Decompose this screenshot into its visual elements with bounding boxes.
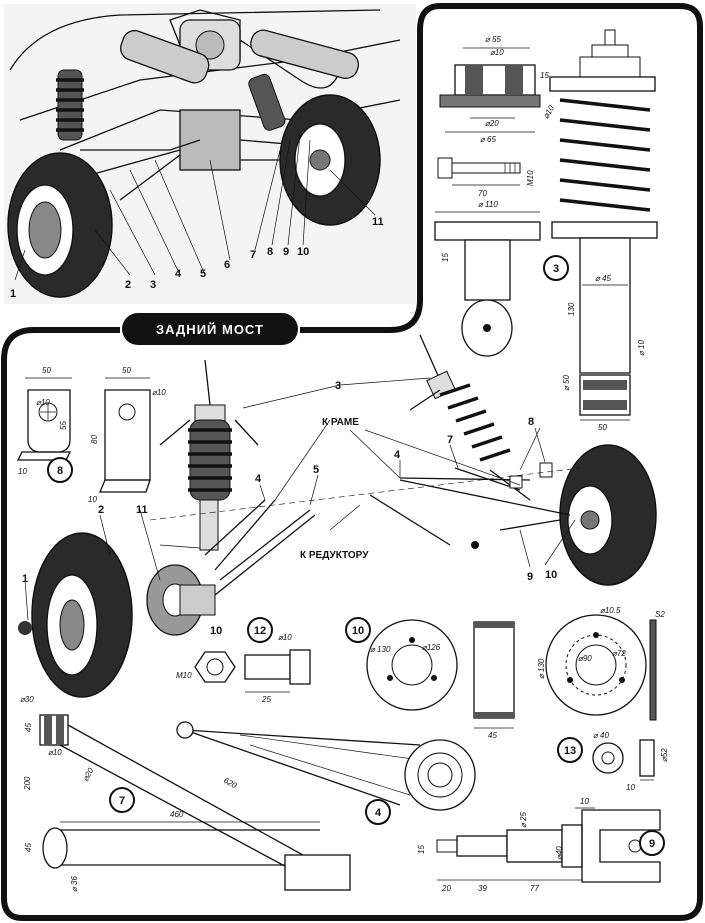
svg-text:S2: S2 (655, 610, 665, 619)
svg-text:⌀ 130: ⌀ 130 (370, 645, 391, 654)
svg-text:10: 10 (626, 783, 635, 792)
svg-text:15: 15 (540, 71, 549, 80)
part-12-detail: 12 M10 ⌀10 25 (176, 617, 311, 704)
outer-frame (1, 3, 703, 921)
svg-text:50: 50 (42, 366, 51, 375)
svg-text:⌀126: ⌀126 (422, 643, 441, 652)
detail-number-4: 4 (375, 807, 382, 819)
svg-text:M10: M10 (526, 170, 535, 186)
detail-number-8: 8 (57, 465, 63, 477)
callout-3: 3 (150, 279, 156, 291)
svg-text:15: 15 (417, 845, 426, 854)
svg-text:⌀ 10: ⌀ 10 (637, 340, 646, 356)
svg-text:45: 45 (488, 731, 497, 740)
svg-text:⌀40: ⌀40 (555, 846, 564, 860)
svg-text:⌀20: ⌀20 (485, 119, 499, 128)
svg-text:10: 10 (580, 797, 589, 806)
svg-text:⌀10: ⌀10 (541, 103, 556, 120)
svg-text:25: 25 (261, 695, 271, 704)
callout-11: 11 (372, 216, 384, 228)
svg-text:45: 45 (24, 723, 33, 732)
main-callout-7: 7 (447, 434, 453, 446)
callout-7: 7 (250, 249, 256, 261)
svg-text:⌀10: ⌀10 (48, 748, 62, 757)
detail-number-9: 9 (649, 838, 655, 850)
callout-8: 8 (267, 246, 273, 258)
page-title: ЗАДНИЙ МОСТ (156, 322, 264, 337)
svg-text:⌀ 50: ⌀ 50 (562, 375, 571, 391)
detail-number-3: 3 (553, 263, 559, 275)
callout-6: 6 (224, 259, 230, 271)
svg-text:20: 20 (441, 884, 451, 893)
callout-10: 10 (297, 246, 309, 258)
svg-text:45: 45 (24, 843, 33, 852)
main-callout-4: 4 (255, 473, 262, 485)
svg-text:460: 460 (170, 810, 184, 819)
vehicle-photo: 1 2 3 4 5 6 7 8 9 10 11 (4, 4, 416, 304)
main-callout-11: 11 (136, 504, 148, 516)
svg-text:10: 10 (18, 467, 27, 476)
svg-text:55: 55 (59, 421, 68, 430)
callout-4: 4 (175, 268, 182, 280)
svg-text:⌀72: ⌀72 (612, 649, 626, 658)
svg-text:80: 80 (90, 435, 99, 444)
svg-text:15: 15 (441, 253, 450, 262)
svg-text:130: 130 (567, 302, 576, 316)
svg-text:M10: M10 (176, 671, 192, 680)
svg-text:⌀30: ⌀30 (20, 695, 34, 704)
callout-1: 1 (10, 288, 16, 300)
main-callout-5: 5 (313, 464, 319, 476)
svg-text:⌀10: ⌀10 (152, 388, 166, 397)
main-callout-2: 2 (98, 504, 104, 516)
part-3-detail: ⌀ 55 ⌀10 15 ⌀20 ⌀ 65 70 M10 ⌀ 110 15 ⌀10 (434, 29, 658, 432)
svg-text:⌀ 110: ⌀ 110 (478, 200, 498, 209)
detail-number-7: 7 (119, 795, 125, 807)
label-k-reduktoru: К РЕДУКТОРУ (300, 550, 369, 561)
title-banner: ЗАДНИЙ МОСТ (122, 313, 298, 345)
callout-2: 2 (125, 279, 131, 291)
part-10-detail: 10 ⌀ 130 ⌀126 45 ⌀ 130 ⌀10.5 ⌀90 ⌀72 S2 (345, 606, 665, 740)
detail-number-13: 13 (564, 745, 576, 757)
main-callout-9: 9 (527, 571, 533, 583)
detail-number-12: 12 (254, 625, 266, 637)
part-9-detail: 10 ⌀ 25 15 ⌀40 20 39 77 9 (417, 797, 665, 893)
part-13-detail: 13 ⌀ 40 ⌀52 10 (557, 731, 669, 792)
main-callout-1: 1 (22, 573, 28, 585)
svg-text:⌀10: ⌀10 (36, 398, 50, 407)
svg-text:⌀10: ⌀10 (490, 48, 504, 57)
svg-text:⌀ 55: ⌀ 55 (485, 35, 501, 44)
detail-number-10: 10 (352, 625, 364, 637)
svg-text:⌀ 65: ⌀ 65 (480, 135, 496, 144)
main-callout-4b: 4 (394, 449, 401, 461)
svg-text:⌀ 40: ⌀ 40 (593, 731, 609, 740)
rear-axle-assembly: 3 К РАМЕ К РЕДУКТОРУ 1 2 4 4 5 7 8 9 10 … (18, 334, 657, 698)
svg-text:77: 77 (530, 884, 539, 893)
svg-text:39: 39 (478, 884, 487, 893)
svg-text:⌀ 130: ⌀ 130 (537, 658, 546, 679)
label-k-rame: К РАМЕ (322, 417, 359, 428)
svg-text:⌀20: ⌀20 (81, 766, 96, 783)
svg-text:620: 620 (222, 776, 239, 791)
part-8-detail: 50 ⌀10 55 10 8 50 ⌀10 80 10 (16, 366, 166, 504)
main-callout-10b: 10 (210, 625, 222, 637)
svg-text:50: 50 (598, 423, 607, 432)
part-4-detail: 4 (176, 721, 476, 825)
svg-text:⌀90: ⌀90 (578, 654, 592, 663)
svg-text:⌀52: ⌀52 (660, 748, 669, 762)
svg-text:⌀10: ⌀10 (278, 633, 292, 642)
svg-text:⌀ 25: ⌀ 25 (519, 812, 528, 828)
svg-text:⌀10.5: ⌀10.5 (600, 606, 621, 615)
main-callout-10: 10 (545, 569, 557, 581)
svg-text:⌀ 36: ⌀ 36 (70, 876, 79, 892)
svg-text:10: 10 (88, 495, 97, 504)
svg-text:200: 200 (23, 776, 32, 791)
callout-5: 5 (200, 268, 206, 280)
svg-text:⌀ 45: ⌀ 45 (595, 274, 611, 283)
main-callout-8: 8 (528, 416, 534, 428)
svg-text:70: 70 (478, 189, 487, 198)
svg-text:50: 50 (122, 366, 131, 375)
callout-9: 9 (283, 246, 289, 258)
main-callout-3: 3 (335, 380, 341, 392)
